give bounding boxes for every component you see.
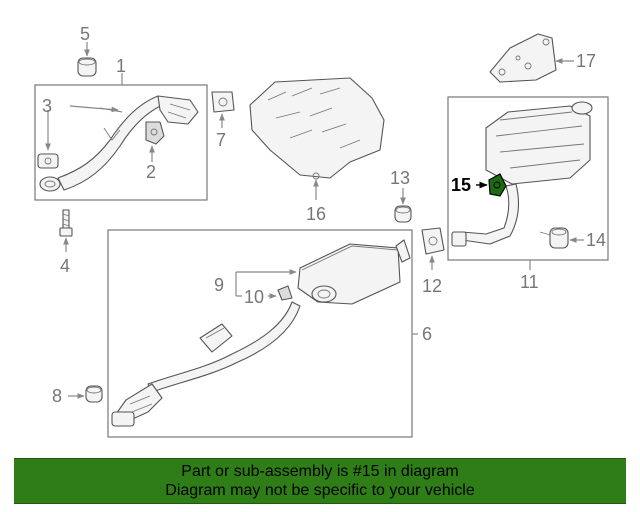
banner-line-2: Diagram may not be specific to your vehi… — [165, 482, 475, 499]
part-7-gasket[interactable] — [211, 91, 235, 113]
part-4-bolt[interactable] — [59, 209, 73, 237]
callout-8: 8 — [52, 386, 62, 406]
callout-7: 7 — [216, 130, 226, 150]
part-5-nut[interactable] — [77, 57, 97, 77]
part-16-heat-shield[interactable] — [249, 77, 385, 180]
callout-15: 15 — [451, 175, 471, 195]
part-2-hanger[interactable] — [145, 121, 165, 145]
callout-13: 13 — [390, 168, 410, 188]
callout-4: 4 — [60, 256, 70, 276]
callout-5: 5 — [80, 24, 90, 44]
part-17-bracket[interactable] — [489, 33, 557, 83]
part-11-rear-muffler[interactable] — [451, 101, 593, 247]
callout-1: 1 — [116, 56, 126, 76]
part-14-hanger-rubber[interactable] — [549, 227, 569, 249]
callout-2: 2 — [146, 162, 156, 182]
callout-9: 9 — [214, 275, 224, 295]
part-1-front-pipe[interactable] — [39, 95, 199, 192]
callout-12: 12 — [422, 276, 442, 296]
box-part-1 — [34, 84, 208, 201]
callout-14: 14 — [586, 230, 606, 250]
banner-line-1: Part or sub-assembly is #15 in diagram — [181, 463, 459, 480]
part-6-clamp — [199, 323, 233, 353]
part-13-nut[interactable] — [394, 205, 412, 223]
callout-6: 6 — [422, 324, 432, 344]
part-12-gasket[interactable] — [421, 227, 445, 255]
part-info-banner: Part or sub-assembly is #15 in diagram D… — [14, 458, 626, 504]
callout-16: 16 — [306, 204, 326, 224]
part-6-center-pipe[interactable] — [111, 239, 411, 427]
part-10-hanger[interactable] — [277, 285, 293, 301]
part-15-rubber-hanger[interactable] — [488, 173, 507, 197]
callout-11: 11 — [520, 272, 539, 292]
part-8-nut[interactable] — [85, 385, 103, 403]
part-1-gasket — [37, 153, 59, 169]
callout-3: 3 — [42, 96, 52, 116]
callout-10: 10 — [244, 287, 264, 307]
box-part-11 — [447, 96, 609, 261]
callout-17: 17 — [576, 51, 596, 71]
